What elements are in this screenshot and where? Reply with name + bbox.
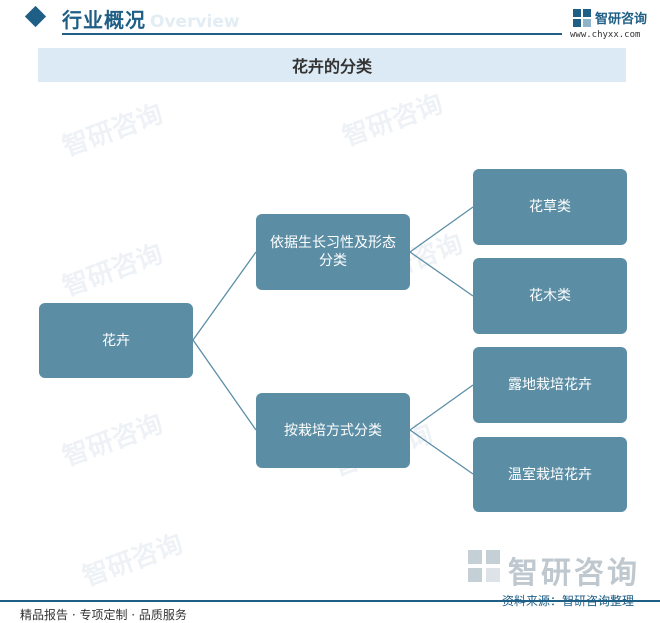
brand-logo-icon: [573, 9, 591, 27]
node-branch-growth: 依据生长习性及形态分类: [256, 214, 410, 290]
link-branch2-child2: [409, 429, 474, 475]
footer-logo-icon: [468, 550, 500, 582]
footer-brand-text: 智研咨询: [508, 556, 640, 591]
node-branch-cultivation: 按栽培方式分类: [256, 393, 410, 468]
title-bar: 花卉的分类: [38, 48, 626, 82]
node-leaf-herbaceous: 花草类: [473, 169, 627, 245]
footer-tagline: 精品报告 · 专项定制 · 品质服务: [20, 608, 187, 622]
section-title: 行业概况: [62, 8, 146, 32]
node-leaf-outdoor: 露地栽培花卉: [473, 347, 627, 423]
link-root-branch1: [192, 251, 257, 341]
node-leaf-greenhouse: 温室栽培花卉: [473, 437, 627, 512]
header: Overview 行业概况 智研咨询 www.chyxx.com: [0, 0, 660, 40]
link-root-branch2: [192, 339, 257, 431]
footer-divider: [0, 600, 660, 602]
node-root: 花卉: [39, 303, 193, 378]
link-branch1-child1: [409, 206, 474, 253]
brand-url: www.chyxx.com: [570, 30, 641, 40]
section-subtitle: Overview: [150, 12, 240, 32]
node-leaf-woody: 花木类: [473, 258, 627, 334]
header-divider: [62, 33, 562, 35]
link-branch2-child1: [409, 384, 474, 431]
chart-title: 花卉的分类: [291, 57, 372, 76]
brand-name: 智研咨询: [595, 12, 648, 27]
link-branch1-child2: [409, 251, 474, 297]
